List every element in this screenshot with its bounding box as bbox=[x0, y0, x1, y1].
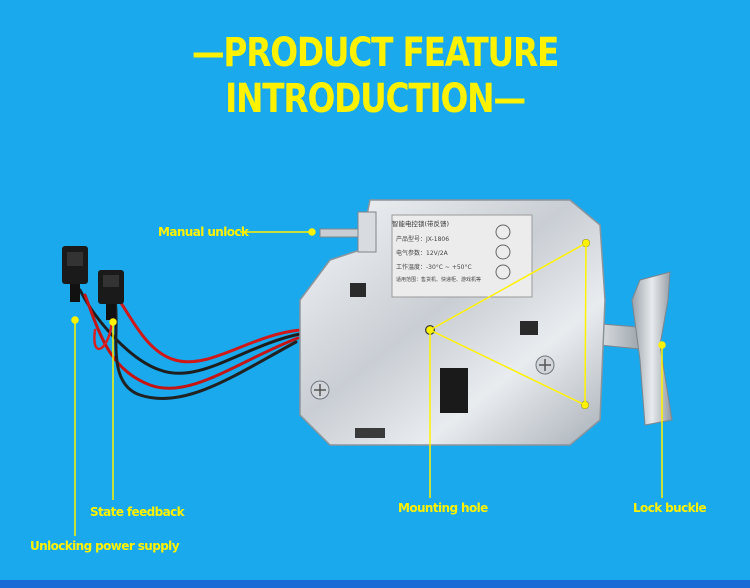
callout-state-feedback: State feedback bbox=[90, 505, 185, 519]
connector-state-feedback bbox=[98, 270, 124, 320]
label-temperature: 工作温度：-30°C ~ +50°C bbox=[396, 264, 472, 271]
callout-manual-unlock: Manual unlock bbox=[158, 225, 249, 239]
connector-unlocking-power bbox=[62, 246, 88, 302]
callout-mounting-hole: Mounting hole bbox=[398, 501, 488, 515]
label-electrical: 电气参数：12V/2A bbox=[396, 250, 448, 257]
page-title: —PRODUCT FEATURE INTRODUCTION— bbox=[191, 30, 560, 122]
callout-lock-buckle: Lock buckle bbox=[633, 501, 707, 515]
callout-lines bbox=[71, 228, 666, 536]
callout-unlocking-power-supply: Unlocking power supply bbox=[30, 539, 180, 553]
label-product-name: 智能电控锁(带反馈) bbox=[392, 220, 450, 228]
product-label bbox=[391, 214, 533, 298]
label-application: 适用范围：售货机、快递柜、游戏机等 bbox=[396, 277, 482, 283]
bottom-strip bbox=[0, 580, 750, 588]
label-model: 产品型号：JX-1806 bbox=[396, 236, 450, 243]
